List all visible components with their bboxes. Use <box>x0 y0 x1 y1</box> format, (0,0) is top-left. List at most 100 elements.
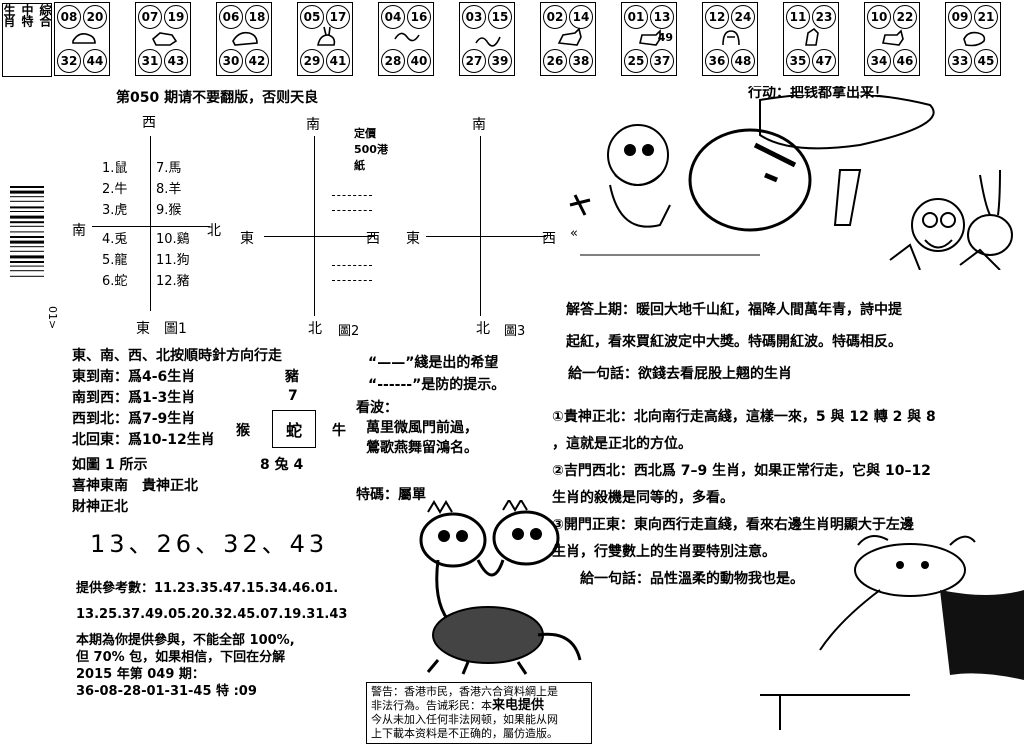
gods-line: 喜神東南 貴神正北 <box>72 478 198 494</box>
west-label: 西 <box>142 115 156 131</box>
rooster-icon <box>805 27 819 46</box>
barcode-bar <box>10 270 44 272</box>
list-item: 12.豬 <box>156 274 190 289</box>
zodiac-number: 14 <box>569 5 593 29</box>
promise-line: 2015 年第 049 期： <box>76 667 205 682</box>
list-item: 4.兎 <box>102 232 128 247</box>
zodiac-number: 38 <box>569 49 593 73</box>
analysis-block: ①貴神正北：北向南行走高綫，這樣一來，5 與 12 轉 2 與 8 ，這就是正北… <box>552 404 936 593</box>
compass-figure-1: 西 南 北 1.鼠 2.牛 3.虎 4.兎 5.龍 6.蛇 7.馬 8.羊 9.… <box>70 100 240 340</box>
cross-center: 蛇 <box>285 421 302 440</box>
analysis-line: ②吉門西北：西北爲 7–9 生肖，如果正常行走，它與 10–12 <box>552 463 931 479</box>
zodiac-number: 25 <box>624 49 648 73</box>
fig1-label: 東 圖1 <box>136 321 187 337</box>
issue-header: 第050 期请不要翻版，否则天良 <box>116 90 319 106</box>
cross-right: 牛 <box>332 423 346 439</box>
poem-line: 萬里微風門前過， <box>366 420 478 436</box>
dashed-line <box>332 280 372 281</box>
barcode-bar <box>10 221 44 224</box>
zodiac-number: 34 <box>867 49 891 73</box>
horizontal-axis <box>264 236 374 237</box>
reference-numbers: 提供參考數：11.23.35.47.15.34.46.01. 13.25.37.… <box>76 576 347 628</box>
arrow-glyph: « <box>570 226 578 241</box>
list-item: 6.蛇 <box>102 274 128 289</box>
direction-rules: 東、南、西、北按順時針方向行走 東到南：爲4-6生肖 南到西：爲1-3生肖 西到… <box>72 346 282 518</box>
analysis-line: ③開門正東：東向西行走直綫，看來右邊生肖明顯大于左邊 <box>552 517 914 533</box>
dashed-line <box>332 195 372 196</box>
dashed-line <box>332 210 372 211</box>
poem-title: 看波： <box>356 400 398 416</box>
special-code: 特碼：屬單 <box>356 487 426 503</box>
barcode-bar <box>10 261 44 263</box>
analysis-line: 生肖的殺機是同等的，多看。 <box>552 490 734 506</box>
dashed-line <box>332 265 372 266</box>
list-item: 2.牛 <box>102 182 128 197</box>
fig3-label: 圖3 <box>504 324 526 339</box>
rules-intro: 東、南、西、北按順時針方向行走 <box>72 348 282 364</box>
barcode-bar <box>10 211 44 212</box>
cross-center-box: 蛇 <box>272 410 316 448</box>
zodiac-number: 04 <box>381 5 405 29</box>
featured-numbers: 13、26、32、43 <box>90 530 329 558</box>
barcode-bar <box>10 196 44 198</box>
last-answer-line: 解答上期：暖回大地千山紅，福降人間萬年青，詩中提 <box>566 302 902 318</box>
compass-figure-2: 南 定價500港紙 東 西 北 圖2 <box>236 100 396 340</box>
cow-illustration <box>760 535 1024 730</box>
barcode-bar <box>10 206 44 209</box>
horizontal-axis <box>92 226 210 227</box>
list-item: 7.馬 <box>156 161 182 176</box>
promise-line: 但 70% 包，如果相信，下回在分解 <box>76 650 286 665</box>
west-label: 西 <box>542 231 556 247</box>
zodiac-number: 22 <box>893 5 917 29</box>
monkey-icon <box>722 30 740 46</box>
zodiac-number: 33 <box>948 49 972 73</box>
zodiac-number: 24 <box>731 5 755 29</box>
cross-left: 猴 <box>236 423 250 439</box>
zodiac-number: 29 <box>300 49 324 73</box>
strip-title-col: 生肖 <box>2 4 16 26</box>
list-item: 5.龍 <box>102 253 128 268</box>
legend-solid: “——”綫是出的希望 <box>368 352 498 372</box>
zodiac-number: 13 <box>650 5 674 29</box>
barcode <box>10 186 44 277</box>
poem-block: 看波： 萬里微風門前過， 鶯歌燕舞留鴻名。 <box>356 398 478 458</box>
east-label: 東 <box>240 231 254 247</box>
goat-icon <box>639 29 661 46</box>
zodiac-number: 18 <box>245 5 269 29</box>
rule-line: 北回東：爲10-12生肖 <box>72 432 215 448</box>
rule-line: 東到南：爲4-6生肖 <box>72 369 196 385</box>
zodiac-number: 23 <box>812 5 836 29</box>
zodiac-number: 15 <box>488 5 512 29</box>
gods-line: 財神正北 <box>72 499 128 515</box>
barcode-bar <box>10 275 44 277</box>
price-label: 定價500港紙 <box>354 127 388 172</box>
warning-notice: 警告：香港市民，香港六合資料網上是 非法行為。告诫彩民：本来电提供 今从未加入任… <box>366 682 592 744</box>
zodiac-number: 21 <box>974 5 998 29</box>
list-item: 1.鼠 <box>102 161 128 176</box>
zodiac-list-left: 1.鼠 2.牛 3.虎 4.兎 5.龍 6.蛇 <box>102 158 127 292</box>
strip-title-col: 中特 <box>20 4 34 26</box>
south-label: 南 <box>306 117 320 133</box>
zodiac-cross-figure: 豬 7 猴 蛇 牛 8 兔 4 <box>230 366 370 476</box>
cartoon-characters-illustration <box>569 95 1013 270</box>
poem-line: 鶯歌燕舞留鴻名。 <box>366 440 478 456</box>
barcode-bar <box>10 225 44 227</box>
analysis-line: ，這就是正北的方位。 <box>552 436 692 452</box>
list-item: 11.狗 <box>156 253 190 268</box>
vertical-axis <box>314 136 315 316</box>
zodiac-number: 44 <box>83 49 107 73</box>
barcode-text: 01> <box>46 306 59 330</box>
zodiac-number: 37 <box>650 49 674 73</box>
barcode-bar <box>10 246 44 248</box>
promise-block: 本期為你提供參與，不能全部 100%, 但 70% 包，如果相信，下回在分解 2… <box>76 632 295 700</box>
horizontal-axis <box>426 236 546 237</box>
zodiac-number: 09 <box>948 5 972 29</box>
zodiac-number: 03 <box>462 5 486 29</box>
zodiac-number: 08 <box>57 5 81 29</box>
